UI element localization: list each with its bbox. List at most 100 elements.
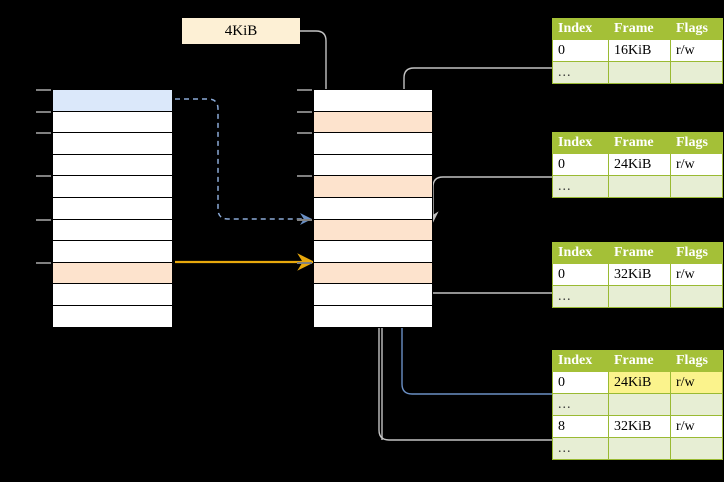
cell-value: r/w xyxy=(676,42,695,58)
physical-frame-row[interactable] xyxy=(313,305,433,329)
column-header-flags: Flags xyxy=(670,132,723,154)
table-cell: 32KiB xyxy=(608,415,671,438)
physical-frame-row[interactable] xyxy=(313,175,433,199)
table-cell: r/w xyxy=(670,39,723,62)
virtual-page-tick xyxy=(36,261,51,264)
physical-frame-tick xyxy=(297,218,312,221)
table-row[interactable]: 0 16KiB r/w xyxy=(552,39,723,62)
table-cell xyxy=(608,175,671,198)
table-row[interactable]: ... xyxy=(552,393,723,416)
virtual-page-row[interactable] xyxy=(52,197,173,221)
table-cell: r/w xyxy=(670,153,723,176)
physical-frame-row[interactable] xyxy=(313,197,433,221)
table-cell: 0 xyxy=(552,153,609,176)
virtual-page-row[interactable] xyxy=(52,261,173,285)
virtual-page-tick xyxy=(36,110,51,113)
table-cell: 8 xyxy=(552,415,609,438)
wire-table2-to-frame xyxy=(427,176,552,223)
table-row[interactable]: 0 24KiB r/w xyxy=(552,153,723,176)
virtual-page-tick xyxy=(36,175,51,178)
physical-frame-row[interactable] xyxy=(313,218,433,242)
virtual-page-tick xyxy=(36,89,51,91)
table-row[interactable]: ... xyxy=(552,61,723,84)
table-cell: 24KiB xyxy=(608,371,671,394)
wire-virtual-page-to-frame-dashed xyxy=(175,98,312,225)
table-cell xyxy=(608,61,671,84)
column-header-flags: Flags xyxy=(670,242,723,264)
physical-memory-column xyxy=(297,89,433,329)
cell-value: ... xyxy=(558,288,572,304)
cell-value: r/w xyxy=(676,156,695,172)
physical-frame-row[interactable] xyxy=(313,240,433,264)
column-header-index: Index xyxy=(552,18,609,40)
table-row[interactable]: ... xyxy=(552,285,723,308)
virtual-page-row[interactable] xyxy=(52,283,173,307)
virtual-page-row[interactable] xyxy=(52,175,173,199)
cell-value: 0 xyxy=(558,374,565,390)
table-cell: 0 xyxy=(552,263,609,286)
cell-value: 24KiB xyxy=(614,374,652,390)
table-row[interactable]: 8 32KiB r/w xyxy=(552,415,723,438)
physical-frame-row[interactable] xyxy=(313,283,433,307)
virtual-page-row[interactable] xyxy=(52,110,173,134)
table-cell: r/w xyxy=(670,371,723,394)
frame-size-label-text: 4KiB xyxy=(224,22,258,39)
table-cell: 0 xyxy=(552,371,609,394)
physical-frame-row[interactable] xyxy=(313,132,433,156)
table-cell: ... xyxy=(552,393,609,416)
physical-frame-row[interactable] xyxy=(313,110,433,134)
cell-value: ... xyxy=(558,178,572,194)
table-row[interactable]: ... xyxy=(552,175,723,198)
cell-value: 32KiB xyxy=(614,266,652,282)
cell-value: 16KiB xyxy=(614,42,652,58)
table-cell xyxy=(608,393,671,416)
table-cell: 16KiB xyxy=(608,39,671,62)
virtual-page-row[interactable] xyxy=(52,218,173,242)
table-cell: ... xyxy=(552,285,609,308)
physical-frame-tick xyxy=(297,175,312,178)
physical-frame-row[interactable] xyxy=(313,261,433,285)
cell-value: r/w xyxy=(676,266,695,282)
cell-value: 32KiB xyxy=(614,418,652,434)
virtual-page-row[interactable] xyxy=(52,89,173,113)
table-cell: ... xyxy=(552,437,609,460)
column-header-index: Index xyxy=(552,350,609,372)
table-cell xyxy=(608,437,671,460)
table-row[interactable]: 0 32KiB r/w xyxy=(552,263,723,286)
virtual-page-row[interactable] xyxy=(52,132,173,156)
virtual-page-row[interactable] xyxy=(52,153,173,177)
column-header-frame: Frame xyxy=(608,132,671,154)
table-row[interactable]: 0 24KiB r/w xyxy=(552,371,723,394)
cell-value: ... xyxy=(558,440,572,456)
table-cell xyxy=(608,285,671,308)
virtual-page-row[interactable] xyxy=(52,240,173,264)
virtual-page-tick xyxy=(36,218,51,221)
virtual-address-space-column xyxy=(36,89,173,329)
physical-frame-tick xyxy=(297,261,312,264)
virtual-page-tick xyxy=(36,132,51,135)
cell-value: 0 xyxy=(558,156,565,172)
cell-value: ... xyxy=(558,396,572,412)
physical-frame-tick xyxy=(297,89,312,91)
physical-frame-row[interactable] xyxy=(313,89,433,113)
cell-value: r/w xyxy=(676,374,695,390)
table-cell: 0 xyxy=(552,39,609,62)
table-cell: r/w xyxy=(670,415,723,438)
column-header-flags: Flags xyxy=(670,18,723,40)
virtual-page-row[interactable] xyxy=(52,305,173,329)
cell-value: 24KiB xyxy=(614,156,652,172)
table-row[interactable]: ... xyxy=(552,437,723,460)
table-cell xyxy=(670,61,723,84)
physical-frame-row[interactable] xyxy=(313,153,433,177)
column-header-index: Index xyxy=(552,242,609,264)
table-cell xyxy=(670,393,723,416)
